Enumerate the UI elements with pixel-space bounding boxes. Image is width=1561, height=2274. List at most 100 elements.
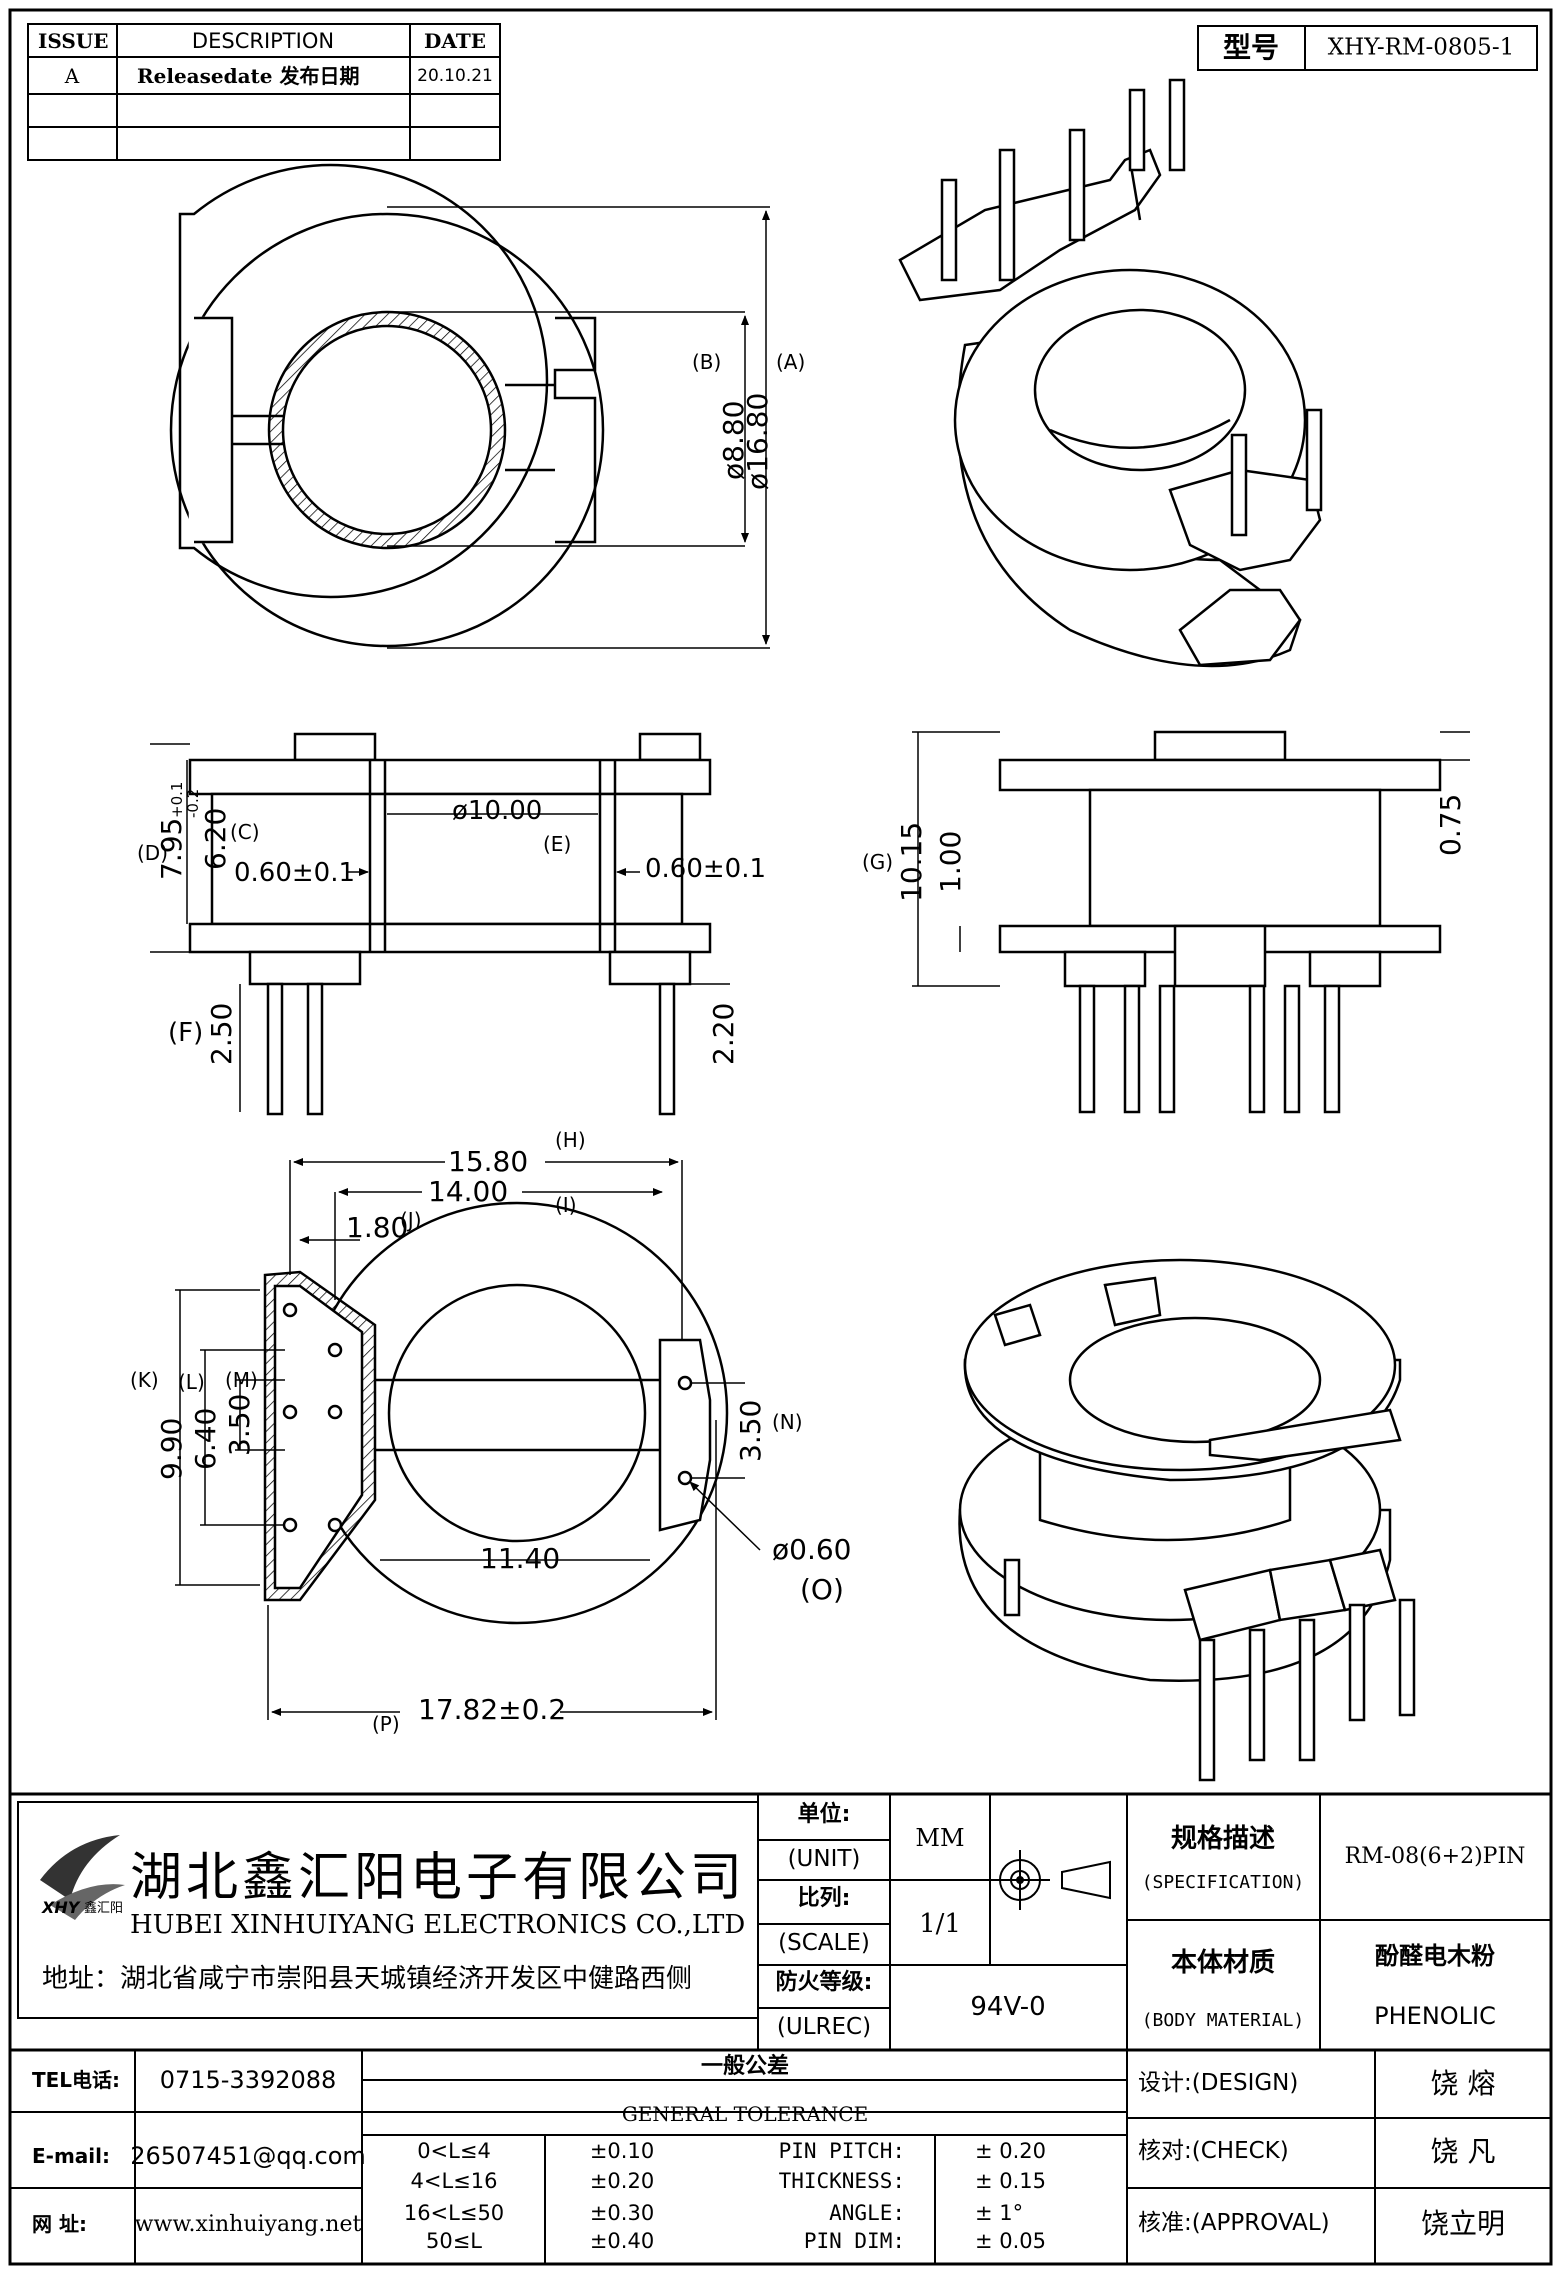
- dim-label-o: (O): [800, 1573, 844, 1606]
- tolerance-range-value: ±0.20: [589, 2169, 655, 2193]
- revision-header-date: DATE: [424, 29, 486, 53]
- approval-name: 饶 熔: [1430, 2067, 1496, 2100]
- dim-label-p: (P): [372, 1712, 400, 1736]
- dim-outer-diameter: ø16.80: [741, 392, 774, 490]
- ul-value: 94V-0: [970, 1992, 1046, 2022]
- model-value: XHY-RM-0805-1: [1327, 34, 1515, 61]
- dim-tol-plus: +0.1: [168, 781, 186, 818]
- side-view-dims: [150, 743, 730, 1112]
- approval-label: 设计:(DESIGN): [1138, 2070, 1299, 2096]
- email-value: 26507451@qq.com: [130, 2142, 366, 2170]
- spec-value: RM-08(6+2)PIN: [1344, 1844, 1526, 1869]
- dim-base-height: 1.00: [934, 830, 967, 893]
- material-value-en: PHENOLIC: [1374, 2002, 1496, 2030]
- dim-label-n: (N): [772, 1410, 803, 1434]
- ul-label-cn: 防火等级:: [775, 1970, 873, 1995]
- tolerance-item: THICKNESS:: [778, 2169, 905, 2193]
- dim-bore-diameter: ø10.00: [452, 796, 543, 826]
- iso-view-bottom: [958, 1258, 1416, 1782]
- tolerance-item-value: ± 0.05: [975, 2229, 1047, 2253]
- ul-label-en: (ULREC): [776, 2014, 872, 2040]
- bottom-view-dims: [175, 1158, 761, 1720]
- tolerance-item: PIN PITCH:: [778, 2139, 905, 2163]
- model-label: 型号: [1222, 31, 1280, 64]
- sheet-border: [8, 8, 1553, 2266]
- dim-label-a: (A): [776, 350, 806, 374]
- company-name-cn: 湖北鑫汇阳电子有限公司: [130, 1848, 747, 1908]
- tolerance-range: 0<L≤4: [417, 2139, 491, 2163]
- iso-view-top: [898, 78, 1323, 668]
- side-view: [188, 732, 712, 1116]
- top-view: [169, 163, 605, 648]
- dim-label-k: (K): [130, 1368, 159, 1392]
- dim-label-g: (G): [862, 850, 894, 874]
- revision-header-issue: ISSUE: [38, 29, 109, 53]
- revision-header-description: DESCRIPTION: [191, 29, 335, 53]
- material-label-en: (BODY MATERIAL): [1141, 2010, 1305, 2031]
- tolerance-item-value: ± 1°: [975, 2201, 1024, 2225]
- dim-width-p: 17.82±0.2: [418, 1693, 567, 1726]
- dim-width-j: 1.80: [346, 1211, 409, 1244]
- tolerance-range: 50≤L: [425, 2229, 483, 2253]
- tolerance-range: 16<L≤50: [403, 2201, 505, 2225]
- dim-pin-diameter: ø0.60: [772, 1533, 852, 1566]
- tolerance-range-value: ±0.10: [589, 2139, 655, 2163]
- dim-wall-right: 0.60±0.1: [645, 854, 767, 884]
- scale-value: 1/1: [919, 1909, 961, 1939]
- dim-vertical-k: 9.90: [155, 1417, 188, 1480]
- approval-label: 核对:(CHECK): [1138, 2138, 1289, 2164]
- tolerance-title-cn: 一般公差: [700, 2054, 790, 2079]
- scale-label-cn: 比列:: [797, 1886, 851, 1911]
- tolerance-item-value: ± 0.15: [975, 2169, 1047, 2193]
- tolerance-item: PIN DIM:: [803, 2229, 905, 2253]
- front-view-dims: [912, 731, 1470, 987]
- material-label-cn: 本体材质: [1170, 1948, 1276, 1978]
- front-view: [998, 730, 1442, 1114]
- unit-label-cn: 单位:: [797, 1802, 851, 1827]
- approval-name: 饶 凡: [1430, 2135, 1496, 2168]
- dim-label-l: (L): [178, 1370, 205, 1394]
- dim-label-f: (F): [168, 1018, 204, 1048]
- web-value: www.xinhuiyang.net: [134, 2212, 362, 2237]
- dim-label-i: (I): [555, 1193, 577, 1217]
- material-value-cn: 酚醛电木粉: [1375, 1942, 1495, 1970]
- bottom-view: [263, 1201, 729, 1625]
- tel-label: TEL电话:: [32, 2068, 121, 2092]
- unit-label-en: (UNIT): [787, 1846, 861, 1872]
- scale-label-en: (SCALE): [778, 1930, 870, 1956]
- top-view-dims: [387, 206, 770, 649]
- company-logo: [40, 1835, 125, 1920]
- tolerance-range-value: ±0.30: [589, 2201, 655, 2225]
- tolerance-item: ANGLE:: [829, 2201, 905, 2225]
- model-box: [1197, 25, 1538, 71]
- dim-label-b: (B): [692, 350, 722, 374]
- dim-vertical-n: 3.50: [734, 1399, 767, 1462]
- dim-vertical-m: 3.50: [223, 1393, 256, 1456]
- dim-label-j: (J): [400, 1208, 422, 1232]
- dim-pin-left: 2.50: [205, 1002, 238, 1065]
- logo-subtext: 鑫汇阳: [84, 1901, 124, 1916]
- revision-row-issue: A: [64, 64, 80, 88]
- spec-label-en: (SPECIFICATION): [1141, 1872, 1305, 1893]
- revision-table-grid: [27, 23, 501, 161]
- dim-wall-left: 0.60±0.1: [234, 858, 356, 888]
- dim-width-i: 14.00: [428, 1175, 509, 1208]
- revision-row-description: Releasedate 发布日期: [137, 64, 360, 88]
- dim-label-c: (C): [230, 820, 260, 844]
- revision-row-date: 20.10.21: [417, 66, 493, 86]
- dim-slot-width: 11.40: [480, 1542, 561, 1575]
- title-block-grid: [10, 1792, 1551, 2264]
- company-address: 地址：湖北省咸宁市崇阳县天城镇经济开发区中健路西侧: [42, 1964, 693, 1994]
- dim-height-d: 7.95: [155, 817, 188, 880]
- tolerance-range-value: ±0.40: [589, 2229, 655, 2253]
- company-name-en: HUBEI XINHUIYANG ELECTRONICS CO.,LTD: [130, 1910, 746, 1940]
- dim-top-height: 0.75: [1434, 793, 1467, 856]
- dim-height-c: 6.20: [199, 807, 232, 870]
- dim-pin-right: 2.20: [707, 1002, 740, 1065]
- approval-label: 核准:(APPROVAL): [1138, 2210, 1330, 2236]
- email-label: E-mail:: [32, 2144, 111, 2168]
- logo-text: XHY: [42, 1898, 80, 1917]
- unit-value: MM: [915, 1824, 965, 1852]
